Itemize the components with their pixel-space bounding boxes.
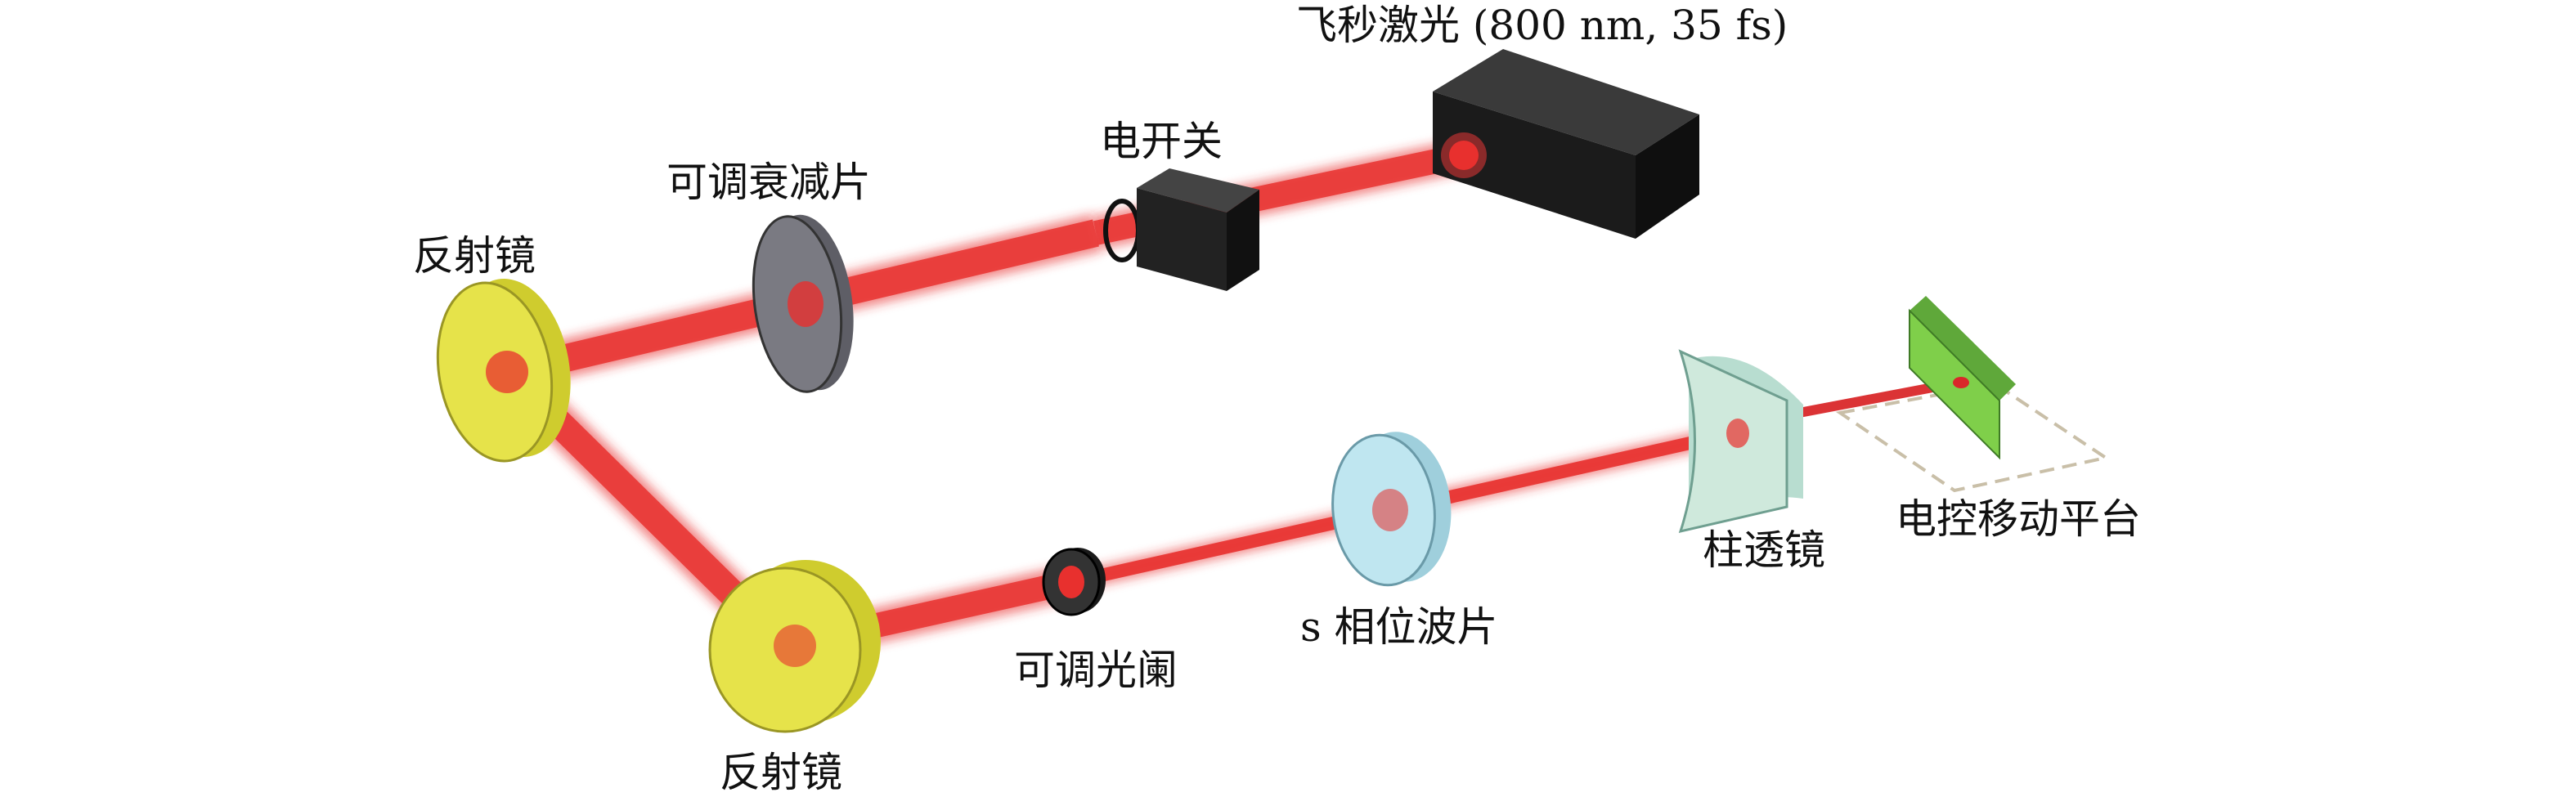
label-laser: 飞秒激光 (800 nm, 35 fs) bbox=[1296, 2, 1788, 49]
motorized-stage bbox=[1835, 296, 2111, 493]
mirror-top bbox=[436, 279, 571, 463]
label-lens: 柱透镜 bbox=[1703, 526, 1825, 574]
label-switch: 电开关 bbox=[1100, 118, 1223, 165]
label-iris: 可调光阑 bbox=[1014, 647, 1178, 694]
iris bbox=[1042, 548, 1106, 616]
label-mirror-top: 反射镜 bbox=[413, 232, 536, 280]
label-mirror-bottom: 反射镜 bbox=[720, 749, 842, 796]
electric-switch bbox=[1103, 168, 1259, 291]
label-attenuator: 可调衰减片 bbox=[666, 159, 871, 206]
label-stage: 电控移动平台 bbox=[1896, 495, 2141, 543]
label-waveplate: s 相位波片 bbox=[1300, 603, 1498, 651]
mirror-bottom bbox=[708, 560, 881, 733]
waveplate bbox=[1331, 432, 1452, 587]
femtosecond-laser bbox=[1433, 49, 1699, 239]
attenuator bbox=[752, 214, 854, 393]
cylindrical-lens bbox=[1678, 349, 1803, 534]
